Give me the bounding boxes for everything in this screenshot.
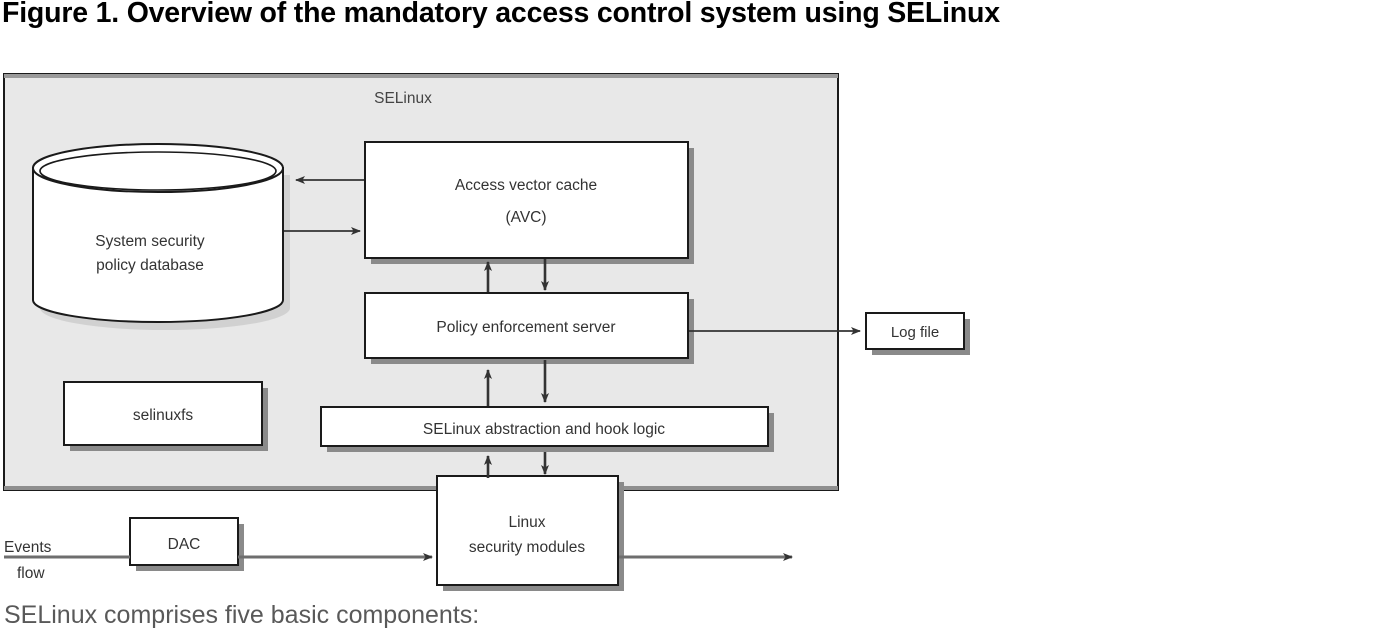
lsm-box: [436, 475, 619, 586]
policy-db-top-inner: [39, 151, 277, 191]
events-flow-label-line2: flow: [17, 565, 45, 582]
selinuxfs-node: selinuxfs: [63, 381, 268, 451]
policy-db-body: [32, 167, 284, 323]
diagram-connectors: [4, 176, 861, 561]
log-file-node: Log file: [865, 312, 970, 355]
hook-logic-node: SELinux abstraction and hook logic: [320, 406, 774, 452]
policy-db-label-line1: System security: [95, 233, 205, 250]
system-security-policy-database-node: System security policy database: [32, 143, 290, 330]
events-flow-label: Events flow: [4, 539, 52, 582]
access-vector-cache-node: Access vector cache (AVC): [364, 141, 694, 264]
avc-label-line1: Access vector cache: [455, 177, 597, 194]
policy-server-label: Policy enforcement server: [436, 319, 615, 336]
policy-server-box: [364, 292, 689, 359]
lsm-label-line1: Linux: [508, 514, 545, 531]
figure-title: Figure 1. Overview of the mandatory acce…: [2, 0, 1000, 29]
avc-box: [364, 141, 689, 259]
selinux-panel-bottom-edge: [4, 486, 838, 490]
selinux-panel-top-edge: [4, 74, 838, 78]
log-file-box: [865, 312, 965, 350]
log-file-label: Log file: [891, 324, 939, 341]
policy-enforcement-server-node: Policy enforcement server: [364, 292, 694, 364]
events-flow-label-line1: Events: [4, 539, 52, 556]
policy-db-label-line2: policy database: [96, 257, 204, 274]
selinuxfs-box: [63, 381, 263, 446]
figure-caption: SELinux comprises five basic components:: [4, 601, 480, 629]
lsm-label-line2: security modules: [469, 539, 586, 556]
dac-box: [129, 517, 239, 566]
linux-security-modules-node: Linux security modules: [436, 475, 624, 591]
dac-label: DAC: [168, 536, 201, 553]
hook-logic-label: SELinux abstraction and hook logic: [423, 421, 665, 438]
hook-logic-box: [320, 406, 769, 447]
avc-label-line2: (AVC): [505, 209, 546, 226]
selinuxfs-label: selinuxfs: [133, 407, 194, 424]
dac-node: DAC: [129, 517, 244, 571]
selinux-panel-label: SELinux: [374, 90, 432, 107]
